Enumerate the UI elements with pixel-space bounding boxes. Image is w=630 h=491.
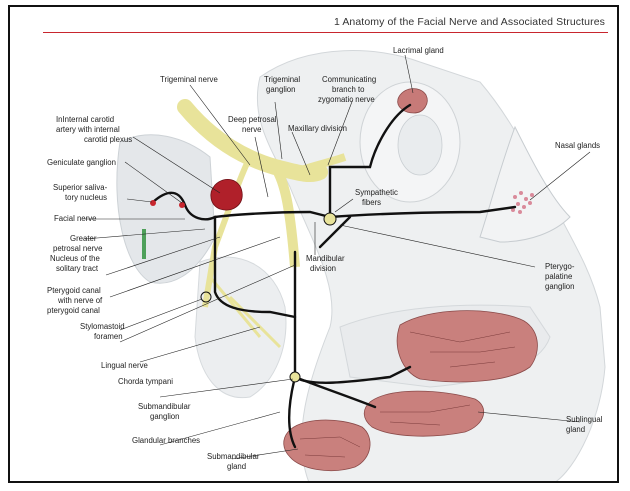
label-deep-petrosal-2: nerve — [242, 125, 262, 134]
brainstem-shape — [117, 135, 215, 283]
label-deep-petrosal-1: Deep petrosal — [228, 115, 277, 124]
label-trigeminal-ganglion-1: Trigeminal — [264, 75, 300, 84]
label-geniculate-ganglion: Geniculate ganglion — [47, 158, 116, 167]
label-submandibular-ganglion-1: Submandibular — [138, 402, 191, 411]
label-sympathetic-2: fibers — [362, 198, 381, 207]
label-trigeminal-nerve: Trigeminal nerve — [160, 75, 218, 84]
label-lingual-nerve: Lingual nerve — [101, 361, 148, 370]
label-sublingual-2: gland — [566, 425, 585, 434]
label-submandibular-gland-1: Submandibular — [207, 452, 260, 461]
internal-carotid-artery — [211, 179, 242, 210]
label-internal-carotid-3: carotid plexus — [84, 135, 132, 144]
label-greater-petrosal-1: Greater — [70, 234, 97, 243]
label-communicating-2: branch to — [332, 85, 365, 94]
label-pterygoid-canal-2: with nerve of — [57, 296, 103, 305]
label-mandibular-1: Mandibular — [306, 254, 345, 263]
sublingual-gland — [364, 391, 483, 436]
label-communicating-3: zygomatic nerve — [318, 95, 375, 104]
label-superior-salivatory-2: tory nucleus — [65, 193, 107, 202]
label-greater-petrosal-2: petrosal nerve — [53, 244, 102, 253]
label-lacrimal-gland: Lacrimal gland — [393, 46, 444, 55]
anatomy-illustration: Lacrimal gland Trigeminal nerve Trigemin… — [10, 7, 619, 483]
label-pterygopalatine-1: Pterygo- — [545, 262, 575, 271]
label-superior-salivatory-1: Superior saliva- — [53, 183, 108, 192]
solitary-tract-nucleus-marker — [142, 229, 146, 259]
label-pterygopalatine-2: palatine — [545, 272, 572, 281]
label-pterygoid-canal-3: pterygoid canal — [47, 306, 100, 315]
label-pterygoid-canal-1: Pterygoid canal — [47, 286, 101, 295]
label-communicating-1: Communicating — [322, 75, 376, 84]
superior-salivatory-nucleus-node — [150, 200, 156, 206]
label-submandibular-ganglion-2: ganglion — [150, 412, 179, 421]
pterygopalatine-ganglion — [324, 213, 336, 225]
label-nucleus-solitary-1: Nucleus of the — [50, 254, 100, 263]
label-sympathetic-1: Sympathetic — [355, 188, 398, 197]
tongue-sublingual-region — [397, 311, 537, 382]
label-facial-nerve: Facial nerve — [54, 214, 96, 223]
label-internal-carotid-2: artery with internal — [56, 125, 120, 134]
label-nucleus-solitary-2: solitary tract — [56, 264, 99, 273]
label-glandular-branches: Glandular branches — [132, 436, 200, 445]
label-chorda-tympani: Chorda tympani — [118, 377, 173, 386]
label-stylomastoid-1: Stylomastoid — [80, 322, 125, 331]
label-submandibular-gland-2: gland — [227, 462, 246, 471]
label-internal-carotid-1: InInternal carotid — [56, 115, 114, 124]
label-mandibular-2: division — [310, 264, 336, 273]
figure-frame: 1 Anatomy of the Facial Nerve and Associ… — [8, 5, 619, 483]
submandibular-ganglion-node — [290, 372, 300, 382]
label-stylomastoid-2: foramen — [94, 332, 123, 341]
label-sublingual-1: Sublingual — [566, 415, 603, 424]
label-nasal-glands: Nasal glands — [555, 141, 600, 150]
label-maxillary-division: Maxillary division — [288, 124, 347, 133]
label-pterygopalatine-3: ganglion — [545, 282, 574, 291]
label-trigeminal-ganglion-2: ganglion — [266, 85, 295, 94]
eye-lens — [398, 115, 442, 175]
